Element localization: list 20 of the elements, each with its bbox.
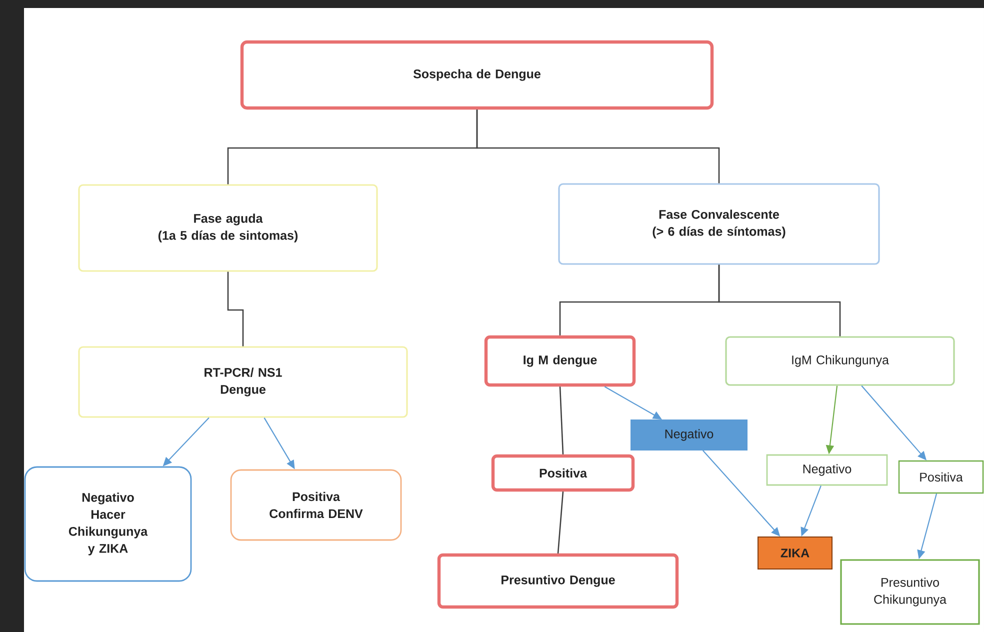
process-box: Fase aguda (1a 5 días de sintomas) xyxy=(78,184,378,272)
process-box: Fase Convalescente (> 6 días de síntomas) xyxy=(558,183,880,265)
result-box: Presuntivo Chikungunya xyxy=(840,559,980,625)
result-box: Positiva Confirma DENV xyxy=(230,469,402,541)
test-box: IgM Chikungunya xyxy=(725,336,955,386)
connector-line xyxy=(476,110,720,184)
result-box: Presuntivo Dengue xyxy=(437,553,679,609)
connector-line xyxy=(557,492,564,554)
process-box: RT-PCR/ NS1 Dengue xyxy=(78,346,408,418)
result-box: Negativo Hacer Chikungunya y ZIKA xyxy=(24,466,192,582)
process-box: Sospecha de Dengue xyxy=(240,40,714,110)
result-box: Positiva xyxy=(491,454,635,492)
connector-line xyxy=(718,264,841,336)
test-box: Ig M dengue xyxy=(484,335,636,387)
connector-line xyxy=(559,386,564,454)
result-box: Positiva xyxy=(898,460,984,494)
result-box: Negativo xyxy=(766,454,888,486)
result-box: ZIKA xyxy=(758,536,832,570)
connector-line xyxy=(227,272,244,346)
result-box: Negativo xyxy=(630,420,748,450)
